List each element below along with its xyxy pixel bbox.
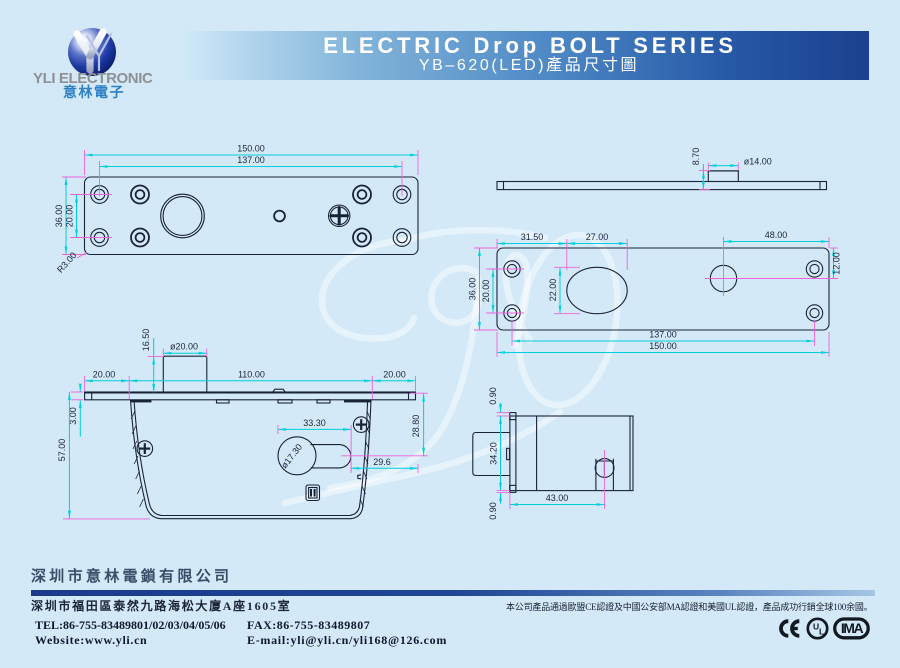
svg-text:0.90: 0.90 — [488, 387, 498, 405]
svg-text:U: U — [813, 622, 819, 632]
svg-text:ø20.00: ø20.00 — [170, 342, 198, 352]
svg-text:IMA: IMA — [841, 620, 864, 636]
svg-text:ø14.00: ø14.00 — [744, 157, 772, 167]
svg-text:22.00: 22.00 — [548, 279, 558, 302]
svg-text:36.00: 36.00 — [468, 278, 478, 301]
svg-text:27.00: 27.00 — [586, 232, 609, 242]
svg-text:110.00: 110.00 — [238, 369, 265, 379]
svg-text:28.80: 28.80 — [411, 415, 421, 438]
svg-text:L: L — [819, 627, 824, 637]
svg-text:20.00: 20.00 — [93, 369, 116, 379]
svg-text:0.90: 0.90 — [488, 502, 498, 520]
svg-text:20.00: 20.00 — [481, 280, 491, 303]
svg-text:3.00: 3.00 — [68, 407, 78, 425]
svg-text:8.70: 8.70 — [691, 148, 701, 166]
svg-text:16.50: 16.50 — [141, 329, 151, 352]
svg-text:31.50: 31.50 — [521, 232, 544, 242]
svg-text:150.00: 150.00 — [237, 144, 265, 154]
svg-text:33.30: 33.30 — [303, 418, 326, 428]
svg-text:48.00: 48.00 — [765, 230, 788, 240]
svg-text:150.00: 150.00 — [649, 341, 677, 351]
svg-text:R3.00: R3.00 — [55, 250, 79, 275]
svg-text:20.00: 20.00 — [383, 369, 406, 379]
svg-text:29.6: 29.6 — [373, 457, 391, 467]
svg-text:137.00: 137.00 — [649, 330, 677, 340]
svg-text:ø17.30: ø17.30 — [279, 442, 304, 470]
svg-text:57.00: 57.00 — [57, 439, 67, 462]
svg-text:34.20: 34.20 — [488, 442, 498, 465]
svg-text:36.00: 36.00 — [54, 205, 64, 228]
svg-text:137.00: 137.00 — [237, 155, 265, 165]
svg-text:12.00: 12.00 — [832, 252, 842, 275]
svg-text:20.00: 20.00 — [65, 205, 75, 228]
svg-text:43.00: 43.00 — [546, 493, 569, 503]
